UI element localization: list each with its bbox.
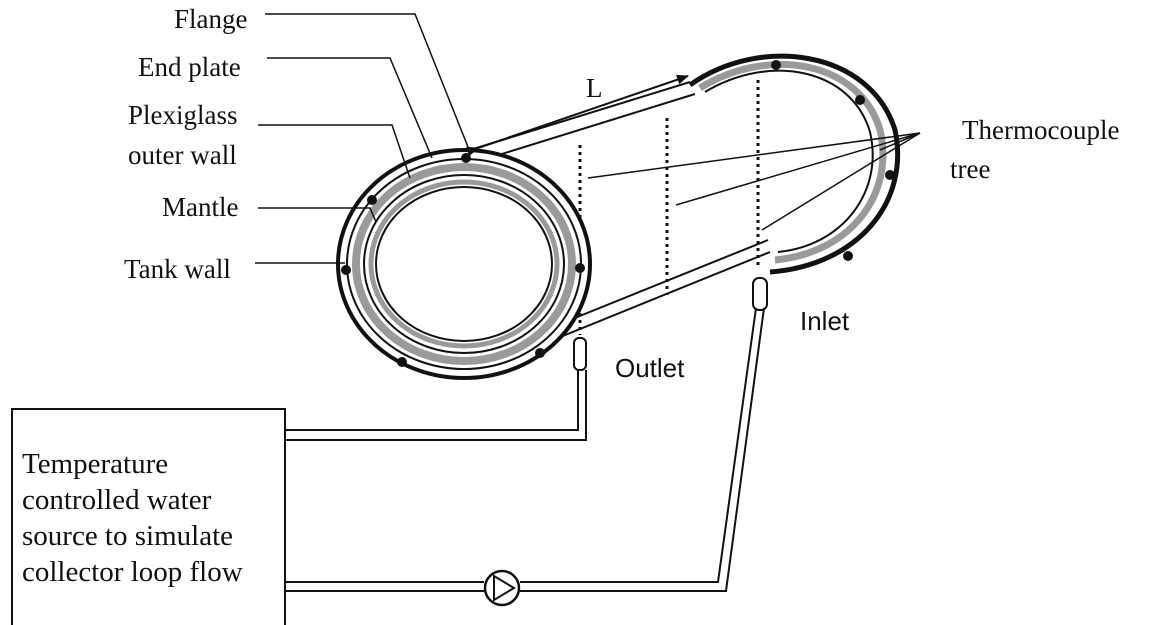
thermocouple-dot: [575, 263, 585, 273]
far-end-rings: [688, 53, 901, 275]
inlet-fitting: [752, 277, 768, 311]
mantle-label: Mantle: [162, 192, 238, 222]
thermocouple-trees: [578, 80, 760, 335]
water-source-line-4: collector loop flow: [22, 556, 243, 588]
thermocouple-dot: [461, 153, 471, 163]
thermocouple-dot: [535, 348, 545, 358]
water-source-box: [11, 408, 286, 625]
near-end-flange: [336, 148, 592, 380]
thermocouple-dot: [341, 265, 351, 275]
inlet-label: Inlet: [800, 306, 850, 336]
thermocouple-label-line2: tree: [950, 154, 990, 184]
water-source-line-1: Temperature: [22, 448, 169, 480]
water-source-line-2: controlled water: [22, 484, 212, 516]
thermocouple-dot: [885, 170, 895, 180]
length-label: L: [586, 73, 603, 103]
flange-bolts: [341, 60, 895, 367]
plexiglass-label-line1: Plexiglass: [128, 100, 238, 130]
thermocouple-dot: [843, 251, 853, 261]
thermocouple-dot: [771, 60, 781, 70]
piping: [285, 307, 765, 592]
flange-label: Flange: [174, 4, 248, 34]
water-source-line-3: source to simulate: [22, 520, 234, 552]
leader-lines: [255, 13, 921, 264]
thermocouple-dot: [855, 95, 865, 105]
tank-wall-label: Tank wall: [124, 254, 231, 284]
thermocouple-label-line1: Thermocouple: [962, 115, 1119, 145]
end-plate-label: End plate: [138, 52, 241, 82]
thermocouple-dot: [367, 195, 377, 205]
outlet-fitting: [573, 337, 587, 371]
water-source-text: Temperature controlled water source to s…: [22, 446, 292, 590]
thermocouple-dot: [397, 357, 407, 367]
length-arrow: [465, 74, 689, 157]
outlet-label: Outlet: [615, 353, 685, 383]
pump-icon: [483, 569, 521, 607]
plexiglass-label-line2: outer wall: [128, 140, 237, 170]
